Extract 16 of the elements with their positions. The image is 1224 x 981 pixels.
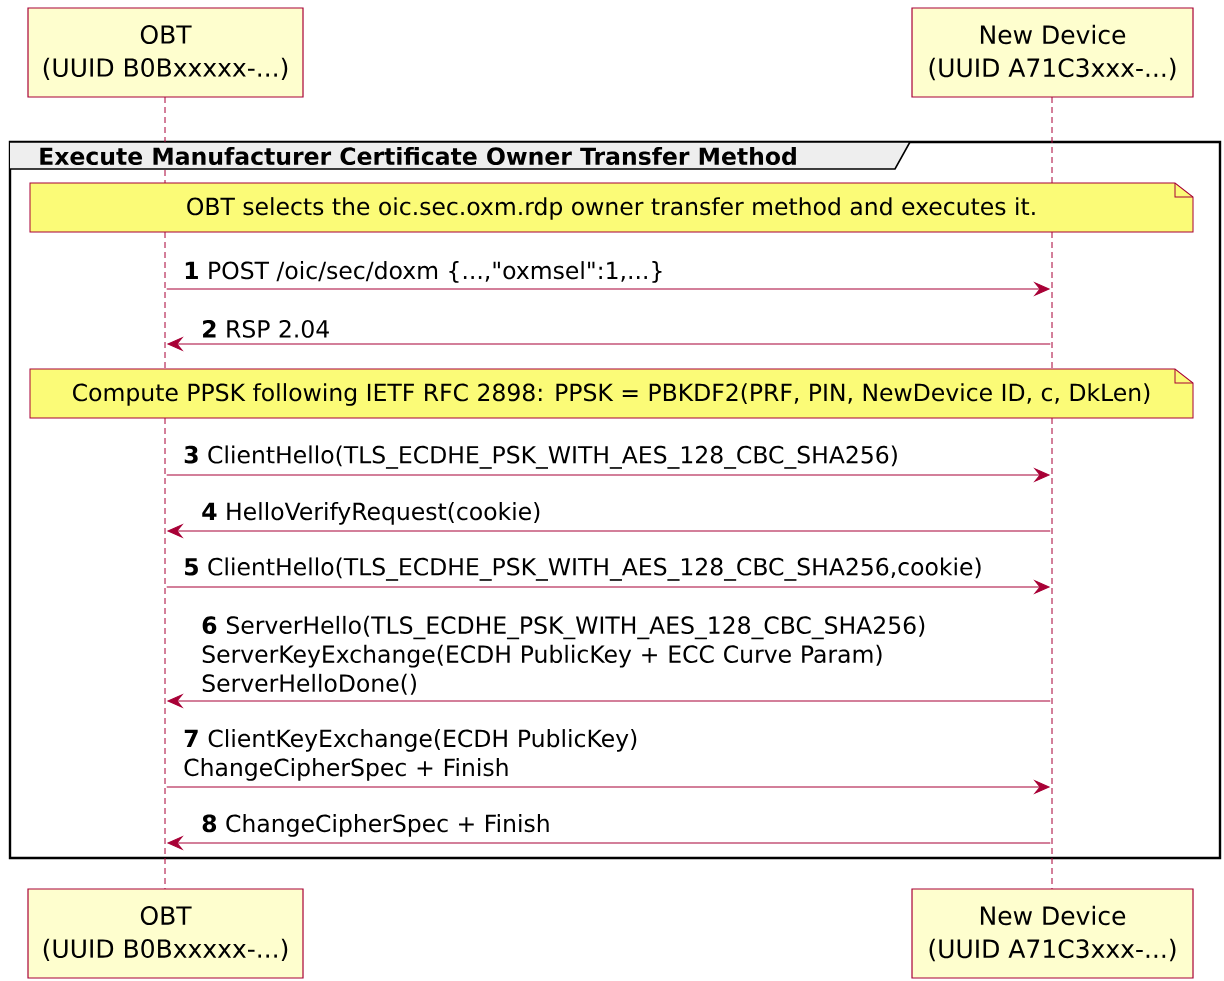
message-label: 6 ServerHello(TLS_ECDHE_PSK_WITH_AES_128_CBC_SHA256) ServerKeyExchange(ECDH PublicKey + ECC Curve Param) ServerHelloDone() bbox=[202, 615, 925, 695]
participant-box: OBT (UUID B0Bxxxxx-...) bbox=[27, 7, 304, 98]
participant-box: New Device (UUID A71C3xxx-...) bbox=[911, 888, 1194, 979]
message-label: 4 HelloVerifyRequest(cookie) bbox=[202, 502, 540, 525]
lifeline bbox=[164, 96, 166, 890]
message-label: 7 ClientKeyExchange(ECDH PublicKey) ChangeCipherSpec + Finish bbox=[184, 729, 637, 781]
message-label: 3 ClientHello(TLS_ECDHE_PSK_WITH_AES_128_CBC_SHA256) bbox=[184, 445, 897, 469]
participant-box: New Device (UUID A71C3xxx-...) bbox=[911, 7, 1194, 98]
note: OBT selects the oic.sec.oxm.rdp owner transfer method and executes it. bbox=[29, 182, 1194, 233]
message-label: 5 ClientHello(TLS_ECDHE_PSK_WITH_AES_128_CBC_SHA256,cookie) bbox=[185, 557, 981, 581]
message-label: 8 ChangeCipherSpec + Finish bbox=[202, 814, 549, 837]
message-label: 1 POST /oic/sec/doxm {...,"oxmsel":1,...} bbox=[185, 261, 662, 283]
note: Compute PPSK following IETF RFC 2898: PPSK = PBKDF2(PRF, PIN, NewDevice ID, c, DkLen) bbox=[29, 368, 1194, 419]
participant-box: OBT (UUID B0Bxxxxx-...) bbox=[27, 888, 304, 979]
message-label: 2 RSP 2.04 bbox=[203, 320, 329, 338]
lifeline bbox=[1051, 96, 1053, 890]
